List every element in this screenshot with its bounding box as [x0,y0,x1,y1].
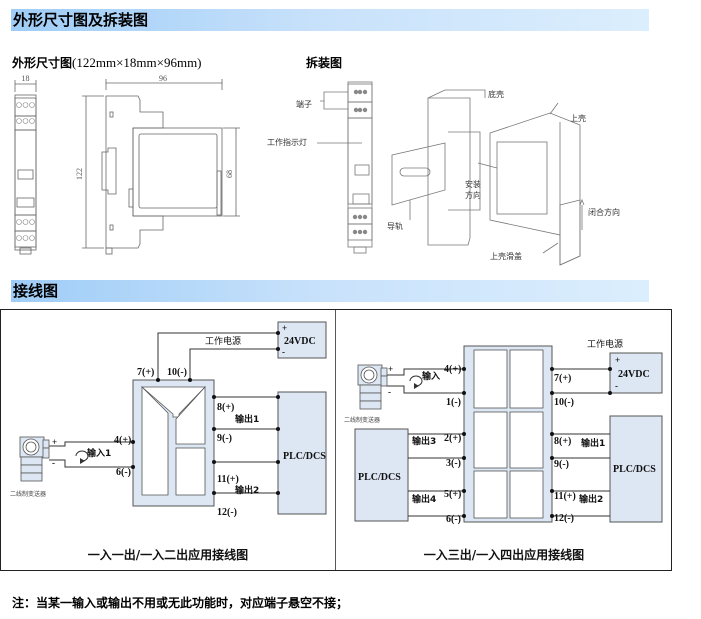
terminal-4: 4(+) [114,435,131,446]
terminal-7: 7(+) [137,367,154,378]
transmitter-label: 二线制变送器 [10,490,46,498]
label-install-direction-1: 安装 [465,179,481,189]
section-header-wiring: 接线图 [11,280,649,302]
wiring-diagram-left: 工作电源 + 24VDC - 7(+) 10(-) 8(+) 输出1 9(-) … [10,309,336,571]
input-flow-arrow [409,375,423,387]
terminal-7: 7(+) [554,373,571,384]
output1-label: 输出1 [235,413,259,425]
din-rail [391,142,446,206]
terminal-11: 11(+) [217,474,239,485]
label-terminal: 端子 [296,99,312,109]
height-label: 122 [75,168,84,180]
plc-dcs-left-label: PLC/DCS [358,472,401,483]
module-front-view [347,81,373,248]
diagram-right-caption: 一入三出/一入四出应用接线图 [424,547,584,562]
side-view [82,79,240,255]
wiring-diagram-right: 工作电源 + 24VDC - 7(+) 10(-) 8(+) 输出1 9(-) … [344,338,663,562]
power-supply-box [277,321,327,359]
input-label: 输入 [422,370,440,382]
terminal-5: 5(+) [444,489,461,500]
wiring-diagram-frame [0,309,672,571]
terminal-4: 4(+) [444,364,461,375]
terminal-10: 10(-) [554,397,574,408]
label-close-direction: 闭合方向 [588,207,620,217]
power-plus: + [615,355,620,365]
assembly-drawing: 端子 工作指示灯 底壳 上壳 安装 方向 导轨 闭合方向 上壳滑盖 [267,81,620,266]
power-supply-label: 24VDC [284,336,316,347]
plc-dcs-label: PLC/DCS [283,451,326,462]
label-base-shell: 底壳 [488,89,504,99]
output1-label: 输出1 [581,437,605,449]
terminal-10: 10(-) [167,367,187,378]
width-label: 18 [22,74,30,83]
base-shell [427,97,471,246]
power-plus: + [282,323,287,333]
power-minus: - [615,381,618,391]
transmitter-minus: - [52,458,55,468]
terminal-11: 11(+) [554,491,576,502]
plc-dcs-left-box [354,428,409,522]
terminal-12: 12(-) [217,507,237,518]
label-top-shell: 上壳 [570,113,586,123]
depth-label: 96 [159,74,167,83]
plc-dcs-box [277,391,327,515]
terminal-9: 9(-) [554,459,569,470]
plc-dcs-right-box [609,415,663,523]
transmitter-plus: + [52,437,57,447]
label-install-direction-2: 方向 [465,190,481,200]
footnote: 注：当某一输入或输出不用或无此功能时，对应端子悬空不接； [12,596,349,610]
dimension-title-text: 外形尺寸图 [12,56,73,70]
output4-label: 输出4 [412,493,436,505]
transmitter-label: 二线制变送器 [344,416,380,424]
output2-label: 输出2 [579,493,603,505]
terminal-12: 12(-) [554,513,574,524]
terminal-9: 9(-) [217,433,232,444]
power-supply-box [609,352,663,394]
label-rail: 导轨 [387,221,403,231]
diagram-left-caption: 一入一出/一入二出应用接线图 [88,547,248,562]
dimension-drawing: 18 96 122 68 [14,74,240,255]
terminal-8: 8(+) [554,436,571,447]
label-top-shell-cover: 上壳滑盖 [490,251,522,261]
power-label: 工作电源 [587,338,623,350]
assembly-drawing-title: 拆装图 [306,56,343,70]
terminal-8: 8(+) [217,402,234,413]
dimension-size-text: (122mm×18mm×96mm) [72,55,202,70]
terminal-3: 3(-) [446,458,461,469]
terminal-6: 6(-) [446,514,461,525]
plc-dcs-right-label: PLC/DCS [613,464,656,475]
transmitter-minus: - [388,387,391,397]
transmitter-icon [19,436,50,482]
transmitter-plus: + [388,364,393,374]
label-indicator: 工作指示灯 [267,137,307,147]
face-height-label: 68 [225,170,234,178]
input-flow-arrow [75,450,89,462]
output2-label: 输出2 [235,484,259,496]
terminal-1: 1(-) [446,397,461,408]
power-label: 工作电源 [205,335,241,347]
output3-label: 输出3 [412,435,436,447]
section-header-dimensions: 外形尺寸图及拆装图 [11,9,649,31]
top-shell [489,112,581,266]
terminal-2: 2(+) [444,433,461,444]
input1-label: 输入1 [87,447,111,459]
power-supply-label: 24VDC [618,369,650,380]
power-minus: - [282,347,285,357]
transmitter-icon [357,364,388,410]
dimension-drawing-title: 外形尺寸图(122mm×18mm×96mm) [12,54,202,71]
terminal-6: 6(-) [116,467,131,478]
